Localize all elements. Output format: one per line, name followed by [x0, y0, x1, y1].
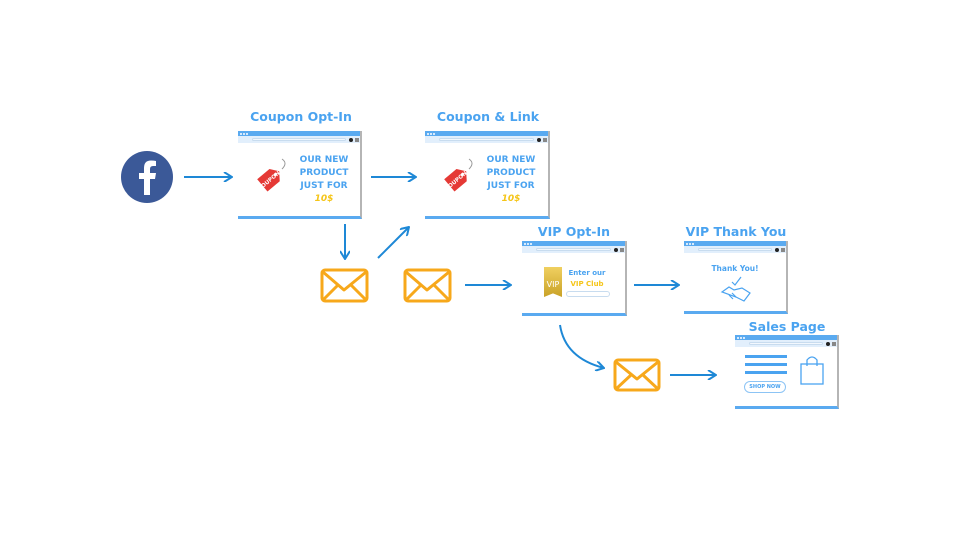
sales-page: SHOP NOW	[735, 335, 839, 409]
arrow-icon	[559, 324, 604, 368]
step-title: VIP Opt-In	[537, 224, 611, 239]
coupon-tag-icon: COUPON	[444, 158, 473, 192]
facebook-icon	[121, 151, 173, 203]
shopping-bag-icon	[800, 356, 824, 385]
vip-badge-icon: VIP	[544, 267, 562, 297]
headline-line: VIP Club	[570, 280, 604, 288]
headline-line: JUST FOR	[300, 181, 348, 191]
step-title: VIP Thank You	[685, 224, 787, 239]
price: 10$	[501, 194, 521, 204]
vip-badge-label: VIP	[546, 280, 560, 289]
text-line	[745, 371, 787, 374]
envelope-icon	[613, 358, 661, 392]
price: 10$	[314, 194, 334, 204]
text-line	[745, 355, 787, 358]
headline-line: OUR NEW	[299, 155, 349, 165]
thank-you-text: Thank You!	[711, 264, 759, 273]
step-title: Coupon Opt-In	[250, 109, 352, 124]
arrow-icon	[377, 227, 409, 259]
headline-line: PRODUCT	[486, 168, 536, 178]
step-title: Sales Page	[748, 319, 826, 334]
step-title: Coupon & Link	[436, 109, 540, 124]
vip-thankyou-page: Thank You!	[684, 241, 788, 314]
text-line	[745, 363, 787, 366]
email-input[interactable]	[566, 291, 610, 297]
headline-line: OUR NEW	[486, 155, 536, 165]
handshake-icon	[720, 276, 751, 302]
shop-now-button[interactable]: SHOP NOW	[744, 381, 786, 393]
headline-line: PRODUCT	[299, 168, 349, 178]
coupon-link-page: COUPON OUR NEW PRODUCT JUST FOR 10$	[425, 131, 550, 219]
coupon-optin-page: COUPON OUR NEW PRODUCT JUST FOR 10$	[238, 131, 362, 219]
headline-line: Enter our	[568, 269, 606, 277]
envelope-icon	[403, 268, 452, 303]
vip-optin-page: VIP Enter our VIP Club	[522, 241, 627, 316]
coupon-tag-icon: COUPON	[257, 158, 286, 192]
envelope-icon	[320, 268, 369, 303]
headline-line: JUST FOR	[487, 181, 535, 191]
